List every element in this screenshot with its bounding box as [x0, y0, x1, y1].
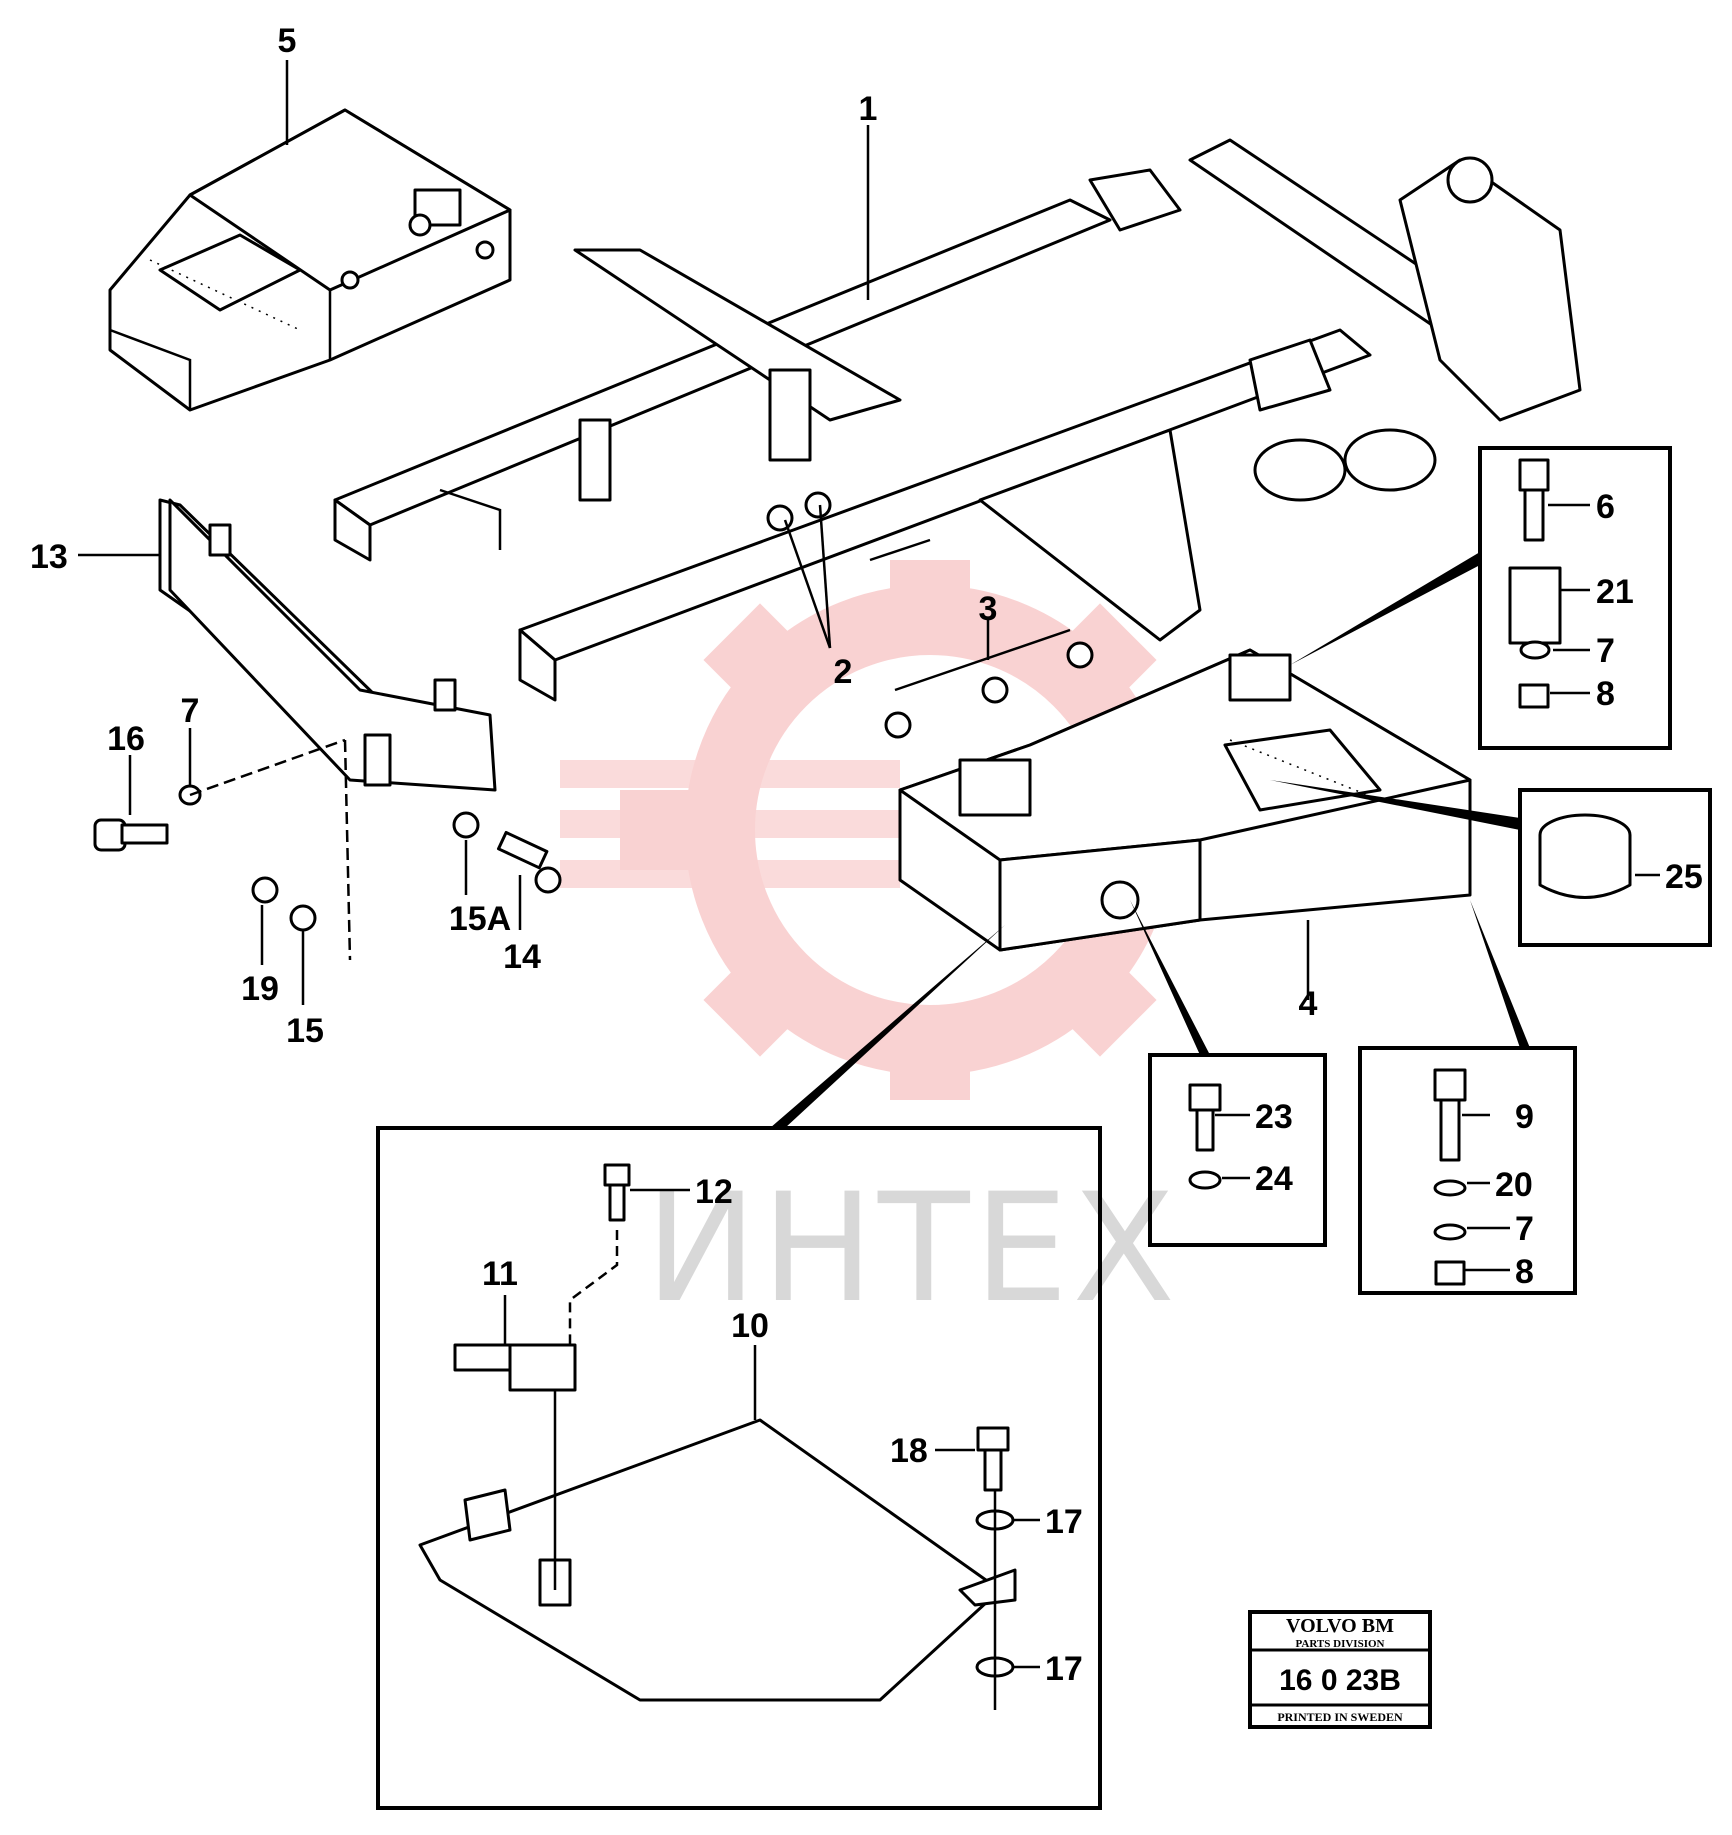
detail-box-6-21-7-8: [1290, 446, 1672, 750]
stamp-printed: PRINTED IN SWEDEN: [1277, 1710, 1403, 1724]
callout-2: 2: [834, 653, 853, 691]
part-13-bracket: [158, 498, 497, 792]
callout-5: 5: [278, 22, 297, 60]
callout-15: 15: [286, 1012, 324, 1050]
callouts: 5 1 2 3 4 13 16 7 19 15 15A 14 6 21 7 8 …: [30, 22, 1703, 1688]
callout-7-right: 7: [1515, 1210, 1534, 1248]
callout-24: 24: [1255, 1160, 1293, 1198]
callout-11: 11: [482, 1255, 518, 1293]
callout-23: 23: [1255, 1098, 1293, 1136]
callout-1: 1: [859, 90, 878, 128]
part-1-frame: [333, 138, 1582, 702]
volvo-bm-stamp: VOLVO BM PARTS DIVISION 16 0 23B PRINTED…: [1248, 1610, 1432, 1729]
leader-lines: [78, 60, 1660, 1669]
stamp-brand: VOLVO BM: [1286, 1615, 1394, 1637]
callout-3: 3: [979, 590, 998, 628]
watermark-gear-icon: [560, 560, 1240, 1100]
callout-6: 6: [1596, 488, 1615, 526]
callout-7-top: 7: [1596, 632, 1615, 670]
callout-21: 21: [1596, 573, 1634, 611]
callout-16: 16: [107, 720, 145, 758]
stamp-division: PARTS DIVISION: [1296, 1638, 1385, 1650]
watermark: [560, 560, 1240, 1100]
callout-19: 19: [241, 970, 279, 1008]
part-5-box: [108, 108, 512, 412]
callout-15A: 15A: [449, 900, 511, 938]
watermark-text: ИНТЕХ: [645, 1162, 1179, 1336]
detail-box-9-20-7-8: [1358, 900, 1577, 1295]
part-4-base: [898, 648, 1472, 952]
callout-18: 18: [890, 1432, 928, 1470]
callout-17-bottom: 17: [1045, 1650, 1083, 1688]
callout-10: 10: [731, 1307, 769, 1345]
detail-box-10-plate: [376, 925, 1102, 1810]
callout-14: 14: [503, 938, 541, 976]
callout-17-top: 17: [1045, 1503, 1083, 1541]
callout-12: 12: [695, 1173, 733, 1211]
callout-8-right: 8: [1515, 1253, 1534, 1291]
callout-4: 4: [1299, 985, 1318, 1023]
callout-8-top: 8: [1596, 675, 1615, 713]
stamp-number: 16 0 23B: [1279, 1664, 1401, 1697]
callout-13: 13: [30, 538, 68, 576]
fasteners-left: [93, 491, 1094, 961]
detail-box-23-24: [1130, 900, 1327, 1247]
callout-9: 9: [1515, 1098, 1534, 1136]
callout-7-left: 7: [181, 692, 200, 730]
callout-20: 20: [1495, 1166, 1533, 1204]
callout-25: 25: [1665, 858, 1703, 896]
detail-box-25: [1270, 780, 1712, 947]
